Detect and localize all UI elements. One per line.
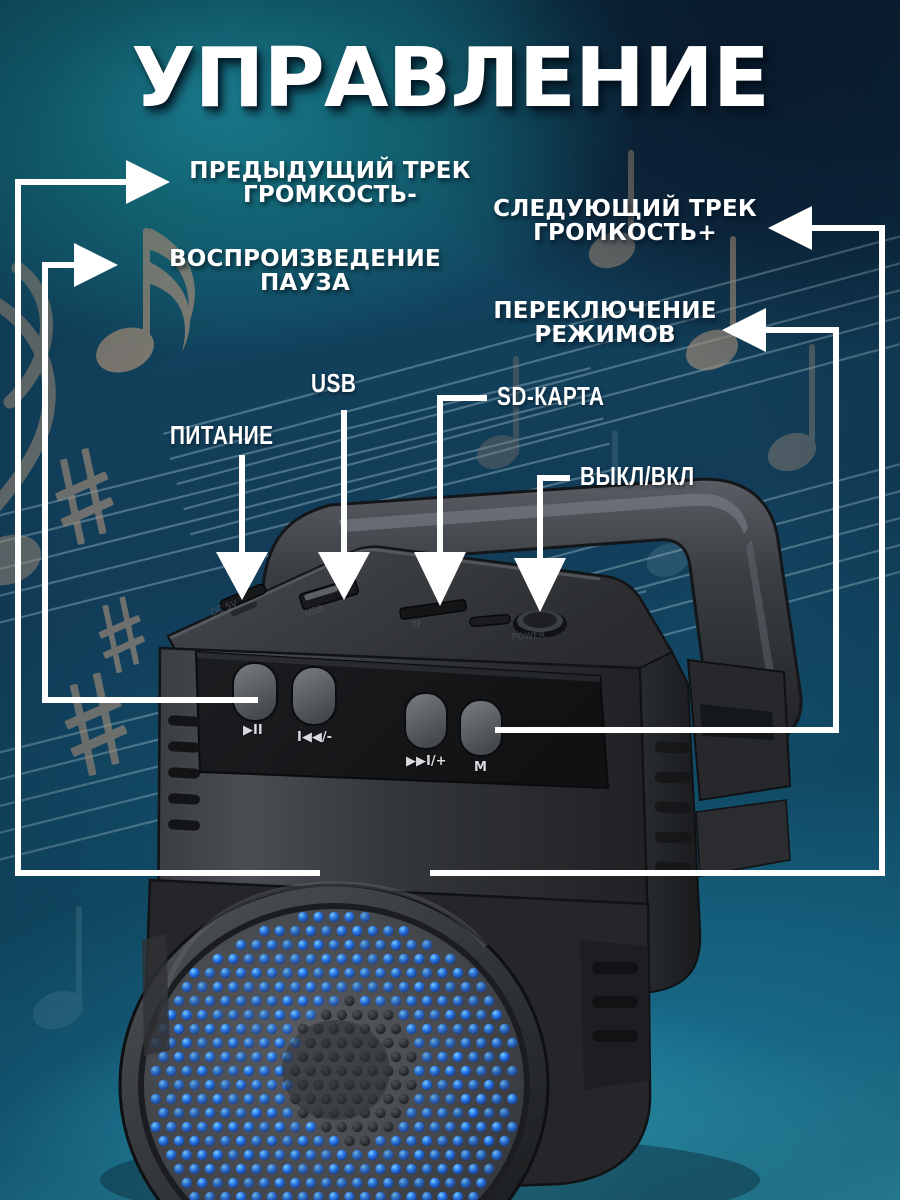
port-label-sd-card: SD-КАРТА <box>497 383 604 409</box>
port-label-power: ПИТАНИЕ <box>170 422 274 448</box>
callout-play-pause-label: ВОСПРОИЗВЕДЕНИЕ ПАУЗА <box>110 248 500 296</box>
port-label-power-switch: ВЫКЛ/ВКЛ <box>580 463 695 489</box>
callout-prev-track-label: ПРЕДЫДУЩИЙ ТРЕК ГРОМКОСТЬ- <box>150 160 510 208</box>
play-pause-button-glyph: ▶II <box>243 723 263 738</box>
port-label-usb: USB <box>311 370 356 396</box>
next-track-button-glyph: ▶▶I/+ <box>406 754 446 769</box>
callout-mode-switch-label: ПЕРЕКЛЮЧЕНИЕ РЕЖИМОВ <box>440 300 770 348</box>
mode-button-glyph: M <box>474 760 487 775</box>
page-title: УПРАВЛЕНИЕ <box>0 38 900 120</box>
svg-text:TF: TF <box>410 620 423 632</box>
callout-next-track-label: СЛЕДУЮЩИЙ ТРЕК ГРОМКОСТЬ+ <box>460 198 790 246</box>
prev-track-button-glyph: I◀◀/- <box>297 730 332 745</box>
